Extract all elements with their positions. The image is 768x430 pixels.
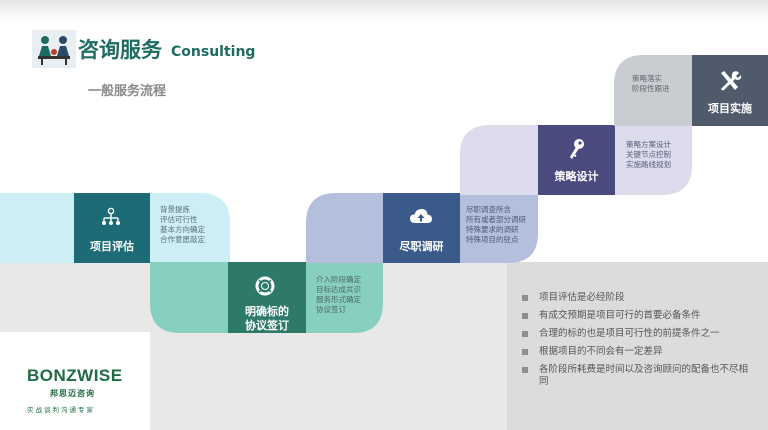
step5-desc: 策略落实 阶段性跟进	[632, 74, 670, 93]
step1-desc: 背景提炼 评估可行性 基本方向确定 合作意愿敲定	[160, 205, 205, 244]
step5-label: 项目实施	[708, 102, 752, 115]
notes-list: 项目评估是必经阶段 有成交预期是项目可行的首要必备条件 合理的标的也是项目可行性…	[522, 292, 752, 394]
step1-label: 项目评估	[90, 240, 134, 253]
step4-label: 策略设计	[554, 170, 599, 183]
note-item: 合理的标的也是项目可行性的前提条件之一	[522, 328, 752, 340]
step2-band	[150, 262, 383, 333]
brand-tagline: 实战谈判沟通专家	[27, 406, 95, 414]
bullet-square-icon	[522, 313, 528, 319]
bullet-square-icon	[522, 331, 528, 337]
step1-band	[0, 193, 230, 263]
note-item: 各阶段所耗费是时间以及咨询顾问的配备也不尽相同	[522, 364, 752, 388]
hierarchy-icon	[102, 207, 120, 225]
note-item: 根据项目的不同会有一定差异	[522, 346, 752, 358]
step4-desc: 策略方案设计 关键节点控制 实施路线规划	[626, 140, 671, 169]
step5-band	[614, 55, 768, 126]
brand-logo: BONZWISE	[27, 366, 123, 385]
page-subtitle: 一般服务流程	[88, 84, 167, 99]
top-gradient	[0, 0, 768, 22]
step3-band	[306, 193, 538, 263]
step3-label: 尽职调研	[399, 240, 444, 253]
bullet-square-icon	[522, 349, 528, 355]
page-title-english: Consulting	[171, 44, 256, 60]
step2-desc: 介入阶段确定 目标达成共识 服务形式确定 协议签订	[316, 275, 361, 314]
bullet-square-icon	[522, 295, 528, 301]
consulting-meeting-icon	[32, 30, 76, 68]
notes-panel	[507, 262, 768, 430]
note-item: 有成交预期是项目可行的首要必备条件	[522, 310, 752, 322]
step2-label: 明确标的 协议签订	[245, 305, 289, 332]
key-icon	[570, 139, 584, 159]
step4-band	[460, 125, 692, 195]
note-item: 项目评估是必经阶段	[522, 292, 752, 304]
lifebuoy-icon	[255, 276, 275, 296]
step3-desc: 尽职调查所含 所有或者部分调研 特殊要求的调研 特殊项目的驻点	[466, 205, 526, 244]
page-title: 咨询服务	[78, 38, 162, 62]
logo-area	[0, 332, 150, 430]
cloud-upload-icon	[410, 209, 432, 223]
bullet-square-icon	[522, 367, 528, 373]
tools-icon	[721, 71, 742, 91]
brand-name-cn: 邦思迈咨询	[50, 389, 95, 398]
